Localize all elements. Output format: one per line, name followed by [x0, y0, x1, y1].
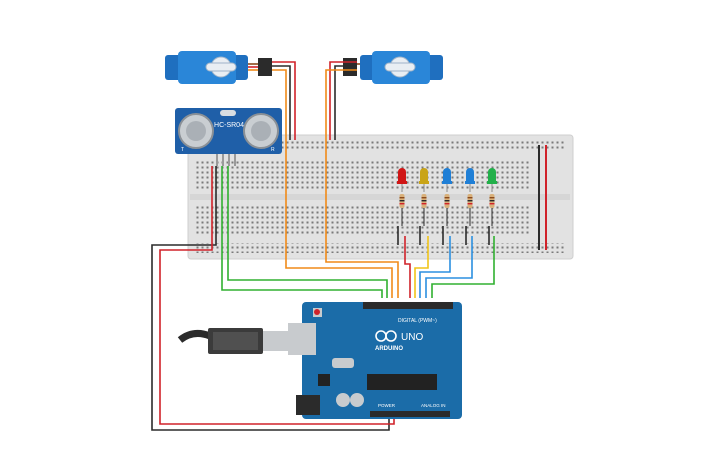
servo-motor-left — [165, 51, 272, 84]
usb-cable — [177, 328, 297, 354]
power-header-label: POWER — [378, 403, 396, 408]
ultrasonic-sensor: HC-SR04 T R — [175, 108, 282, 166]
servo-wires — [248, 61, 399, 298]
analog-header-label: ANALOG IN — [421, 403, 446, 408]
digital-header-label: DIGITAL (PWM~) — [398, 318, 437, 324]
led-group — [397, 168, 497, 226]
led-4 — [465, 168, 475, 226]
led-3 — [442, 168, 452, 226]
arduino-logo-icon — [375, 330, 397, 342]
sensor-model-label: HC-SR04 — [214, 122, 244, 129]
arduino-model-label: UNO — [401, 332, 423, 343]
sensor-pin-r: R — [271, 147, 275, 153]
arduino-uno-board: DIGITAL (PWM~) ARDUINO UNO POWER ANALOG … — [288, 302, 462, 419]
sensor-pin-t: T — [181, 147, 184, 153]
led-1 — [397, 168, 407, 226]
wiring — [151, 166, 495, 431]
arduino-brand-label: ARDUINO — [375, 346, 403, 352]
breadboard — [187, 134, 574, 260]
led-2 — [419, 168, 429, 226]
led-5 — [487, 168, 497, 226]
servo-motor-right — [343, 51, 443, 84]
